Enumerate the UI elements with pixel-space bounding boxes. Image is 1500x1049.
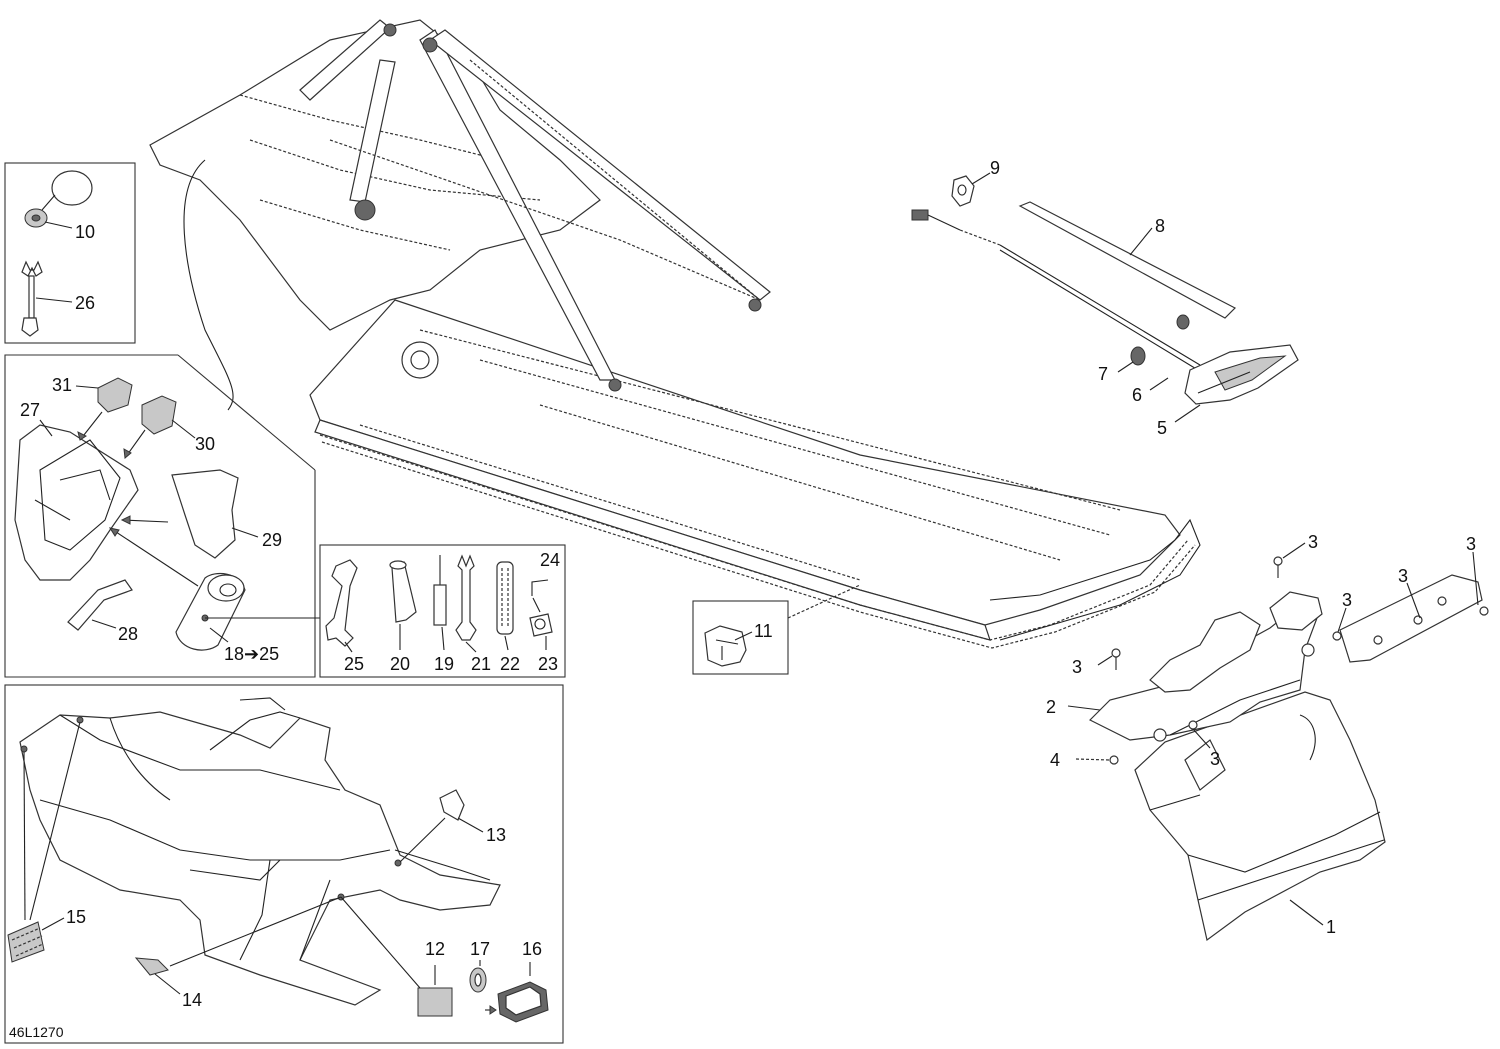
hardware-box: 10 26 xyxy=(4,162,136,344)
part-30-pad xyxy=(141,395,177,435)
part-19-screwdriver xyxy=(433,555,447,626)
callout-10: 10 xyxy=(75,222,95,242)
callout-13: 13 xyxy=(486,825,506,845)
callout-21: 21 xyxy=(471,654,491,674)
callout-23: 23 xyxy=(538,654,558,674)
part-7-grommet xyxy=(1130,314,1190,366)
callout-26: 26 xyxy=(75,293,95,313)
part-4-nut xyxy=(1109,755,1119,765)
callout-15: 15 xyxy=(66,907,86,927)
part-31-pad xyxy=(97,377,133,413)
part-9-clip xyxy=(951,175,975,207)
callout-8: 8 xyxy=(1155,216,1165,236)
callout-3-f: 3 xyxy=(1210,749,1220,769)
part-26-wrench xyxy=(21,260,43,337)
callout-4: 4 xyxy=(1050,750,1060,770)
callout-11: 11 xyxy=(754,621,773,641)
toolkit-box: 25 20 19 21 22 xyxy=(319,544,566,678)
callout-3-a: 3 xyxy=(1308,532,1318,552)
part-23-clip xyxy=(529,613,553,637)
part-15-decal xyxy=(7,921,45,963)
part-13-decal xyxy=(439,789,465,821)
part-3-reflector-strip xyxy=(1339,574,1483,663)
callout-3-d: 3 xyxy=(1342,590,1352,610)
part-18-toolkit-pouch xyxy=(175,572,246,651)
storage-box: 27 31 30 29 28 xyxy=(4,354,320,678)
taillight-assembly: 9 8 7 6 5 xyxy=(911,158,1299,438)
callout-19: 19 xyxy=(434,654,454,674)
part-12-label xyxy=(417,987,453,1017)
callout-25: 25 xyxy=(344,654,364,674)
callout-16: 16 xyxy=(522,939,542,959)
callout-6: 6 xyxy=(1132,385,1142,405)
chassis-frame xyxy=(149,19,1201,649)
part-3-screws xyxy=(1111,556,1489,742)
snow-flap-assembly: 1 2 3 3 3 xyxy=(1046,532,1489,942)
callout-22: 22 xyxy=(500,654,520,674)
part-21-wrench xyxy=(455,554,477,641)
callout-7: 7 xyxy=(1098,364,1108,384)
callout-17: 17 xyxy=(470,939,490,959)
part-22-fuse-holder xyxy=(496,561,514,635)
callout-1: 1 xyxy=(1326,917,1336,937)
callout-3-c: 3 xyxy=(1398,566,1408,586)
callout-14: 14 xyxy=(182,990,202,1010)
callout-29: 29 xyxy=(262,530,282,550)
part-20-socket xyxy=(389,560,417,623)
callout-18-to-25: 18➔25 xyxy=(224,644,279,664)
callout-3-b: 3 xyxy=(1466,534,1476,554)
part-17-ring xyxy=(469,967,487,993)
diagram-code: 46L1270 xyxy=(9,1024,64,1040)
callout-20: 20 xyxy=(390,654,410,674)
callout-30: 30 xyxy=(195,434,215,454)
part-25-tool xyxy=(325,559,358,647)
part-8-strip xyxy=(1018,201,1237,319)
part-14-decal xyxy=(134,957,169,976)
part-16-badge xyxy=(497,981,549,1023)
part-10-mirror xyxy=(24,170,93,228)
part-11-connector xyxy=(704,625,747,667)
callout-27: 27 xyxy=(20,400,40,420)
callout-3-e: 3 xyxy=(1072,657,1082,677)
snowmobile-outline xyxy=(19,697,501,1006)
part-1-snow-flap xyxy=(1134,691,1386,942)
part-11-box: 11 xyxy=(692,584,861,675)
part-27-storage-housing xyxy=(14,424,139,581)
part-5-tail-light xyxy=(1184,344,1299,405)
callout-24: 24 xyxy=(540,550,560,570)
part-2-mud-flap-bracket xyxy=(1088,591,1323,741)
callout-9: 9 xyxy=(990,158,1000,178)
part-6-wire-harness xyxy=(911,209,1201,371)
callout-12: 12 xyxy=(425,939,445,959)
callout-2: 2 xyxy=(1046,697,1056,717)
part-29-foam-insert xyxy=(171,469,239,559)
decals-box: 13 15 14 12 17 xyxy=(4,684,564,1044)
callout-31: 31 xyxy=(52,375,72,395)
callout-5: 5 xyxy=(1157,418,1167,438)
part-28-strap xyxy=(67,579,133,631)
callout-28: 28 xyxy=(118,624,138,644)
